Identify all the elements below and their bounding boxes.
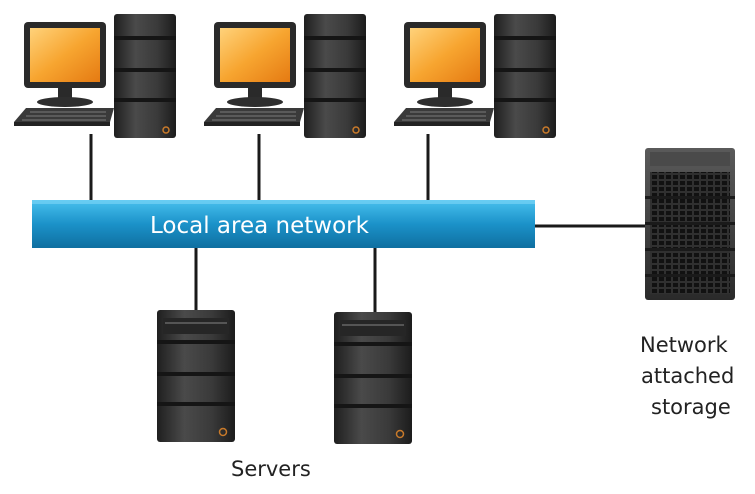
nas-caption: Network attached storage: [640, 333, 734, 419]
lan-bar: Local area network: [32, 200, 535, 248]
server-2-icon: [333, 311, 413, 445]
nas-caption-line-3: storage: [651, 395, 731, 419]
workstation-1-icon: [13, 13, 177, 139]
workstation-2-icon: [203, 13, 367, 139]
lan-label: Local area network: [150, 213, 370, 239]
nas-caption-line-2: attached: [641, 364, 734, 388]
workstation-3-icon: [393, 13, 557, 139]
nas-caption-line-1: Network: [640, 333, 729, 357]
nas-storage-icon: [645, 148, 735, 300]
connector-lines: [89, 134, 645, 312]
server-1-icon: [156, 309, 236, 443]
servers-caption: Servers: [231, 457, 311, 481]
